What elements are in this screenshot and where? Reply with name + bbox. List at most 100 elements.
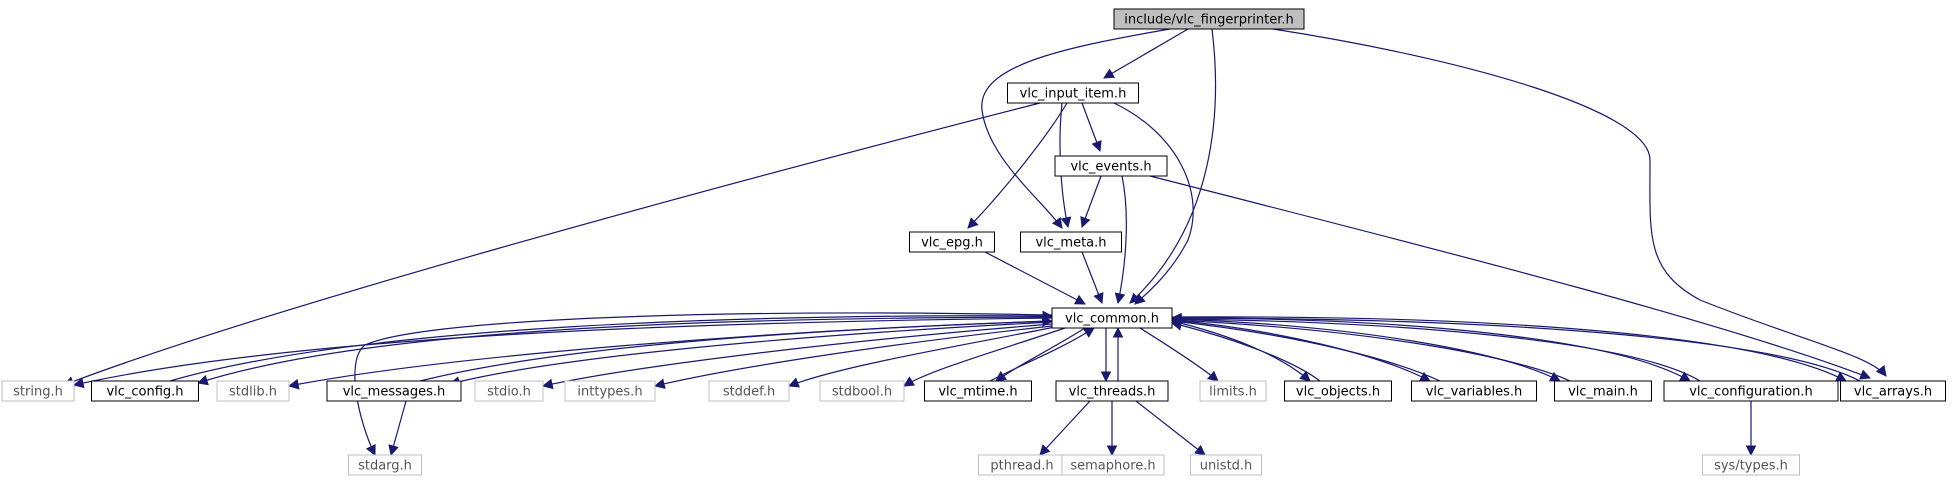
node-vlc-variables[interactable]: vlc_variables.h: [1411, 380, 1537, 402]
node-label: vlc_main.h: [1568, 385, 1638, 400]
node-box: [564, 380, 656, 402]
edge-vlc-common-to-stdio: [541, 323, 1053, 390]
node-box: [1113, 8, 1305, 30]
edge-root-to-vlc-input-item: [1103, 28, 1189, 79]
edge-vlc-variables-to-vlc-common: [1170, 316, 1441, 382]
node-inttypes: inttypes.h: [564, 380, 656, 402]
edge-vlc-common-to-stdlib: [287, 320, 1053, 390]
node-vlc-meta[interactable]: vlc_meta.h: [1020, 231, 1122, 253]
node-box: [909, 231, 995, 253]
edge-vlc-mtime-to-vlc-common: [989, 327, 1095, 382]
node-box: [819, 380, 905, 402]
node-vlc-input-item[interactable]: vlc_input_item.h: [1007, 82, 1139, 104]
node-label: limits.h: [1209, 385, 1257, 400]
node-box: [1411, 380, 1537, 402]
node-label: vlc_events.h: [1070, 160, 1151, 175]
edge-vlc-threads-to-pthread: [1039, 400, 1091, 456]
node-label: vlc_meta.h: [1035, 236, 1106, 251]
edge-vlc-messages-to-stdarg: [388, 400, 407, 457]
node-vlc-messages[interactable]: vlc_messages.h: [326, 380, 462, 402]
node-box: [1061, 454, 1165, 476]
edge-vlc-common-to-vlc-configuration: [1171, 317, 1691, 382]
node-label: vlc_messages.h: [343, 385, 446, 400]
node-vlc-threads[interactable]: vlc_threads.h: [1055, 380, 1169, 402]
node-label: string.h: [13, 385, 63, 400]
node-label: stdlib.h: [229, 385, 277, 400]
edge-vlc-common-to-vlc-config: [196, 316, 1053, 386]
node-unistd: unistd.h: [1190, 454, 1262, 476]
node-label: unistd.h: [1200, 459, 1253, 474]
node-label: inttypes.h: [577, 385, 642, 400]
node-label: vlc_config.h: [106, 385, 183, 400]
edges-layer: [62, 28, 1887, 457]
edge-vlc-common-to-limits: [1139, 327, 1219, 382]
node-label: vlc_threads.h: [1069, 385, 1156, 400]
node-root[interactable]: include/vlc_fingerprinter.h: [1113, 8, 1305, 30]
node-stdarg: stdarg.h: [348, 454, 422, 476]
node-box: [1055, 380, 1169, 402]
edge-root-to-vlc-arrays: [1272, 28, 1887, 377]
node-vlc-common[interactable]: vlc_common.h: [1051, 307, 1173, 329]
node-box: [1020, 231, 1122, 253]
edge-vlc-objects-to-vlc-common: [1170, 320, 1321, 382]
node-vlc-configuration[interactable]: vlc_configuration.h: [1663, 380, 1839, 402]
node-box: [1284, 380, 1392, 402]
node-label: semaphore.h: [1070, 459, 1155, 474]
node-box: [1007, 82, 1139, 104]
node-vlc-epg[interactable]: vlc_epg.h: [909, 231, 995, 253]
node-vlc-arrays[interactable]: vlc_arrays.h: [1840, 380, 1946, 402]
edge-vlc-main-to-vlc-common: [1170, 315, 1571, 382]
node-box: [1, 380, 75, 402]
edge-vlc-common-to-vlc-messages: [448, 321, 1053, 387]
edge-vlc-arrays-to-vlc-common: [1170, 312, 1861, 382]
edge-root-to-vlc-common: [1129, 28, 1217, 304]
node-vlc-main[interactable]: vlc_main.h: [1554, 380, 1652, 402]
edge-vlc-common-to-stdbool: [903, 327, 1066, 387]
node-box: [1051, 307, 1173, 329]
node-label: stddef.h: [723, 385, 775, 400]
node-label: sys/types.h: [1714, 459, 1788, 474]
node-label: vlc_mtime.h: [938, 385, 1017, 400]
node-vlc-config[interactable]: vlc_config.h: [91, 380, 199, 402]
edge-vlc-common-to-vlc-mtime: [995, 327, 1086, 382]
node-box: [1190, 454, 1262, 476]
node-label: stdbool.h: [832, 385, 892, 400]
edge-root-to-vlc-meta: [981, 28, 1171, 229]
edge-vlc-common-to-vlc-main: [1171, 318, 1561, 382]
node-box: [708, 380, 790, 402]
node-stdio: stdio.h: [474, 380, 544, 402]
edge-vlc-common-to-vlc-arrays: [1171, 316, 1847, 382]
node-box: [1663, 380, 1839, 402]
node-label: vlc_input_item.h: [1020, 87, 1127, 102]
node-limits: limits.h: [1199, 380, 1267, 402]
node-box: [348, 454, 422, 476]
node-sys-types: sys/types.h: [1702, 454, 1800, 476]
node-label: pthread.h: [990, 459, 1053, 474]
node-label: vlc_variables.h: [1426, 385, 1523, 400]
node-label: vlc_objects.h: [1296, 385, 1380, 400]
edge-vlc-input-item-to-vlc-common: [1113, 102, 1194, 305]
node-box: [1702, 454, 1800, 476]
node-stddef: stddef.h: [708, 380, 790, 402]
node-label: vlc_common.h: [1065, 312, 1159, 327]
node-label: include/vlc_fingerprinter.h: [1124, 13, 1294, 28]
node-box: [1554, 380, 1652, 402]
node-label: vlc_arrays.h: [1854, 385, 1932, 400]
node-box: [924, 380, 1032, 402]
node-box: [1840, 380, 1946, 402]
edge-vlc-input-item-to-string: [62, 102, 1041, 387]
nodes-layer: include/vlc_fingerprinter.h vlc_input_ite…: [1, 8, 1946, 476]
node-box: [1199, 380, 1267, 402]
node-vlc-events[interactable]: vlc_events.h: [1054, 155, 1168, 177]
edge-vlc-messages-to-vlc-common: [419, 315, 1054, 382]
edge-vlc-common-to-stddef: [787, 326, 1056, 388]
edge-vlc-common-to-string: [72, 317, 1053, 389]
node-box: [91, 380, 199, 402]
node-vlc-mtime[interactable]: vlc_mtime.h: [924, 380, 1032, 402]
edge-vlc-common-to-inttypes: [653, 325, 1053, 389]
node-vlc-objects[interactable]: vlc_objects.h: [1284, 380, 1392, 402]
node-box: [474, 380, 544, 402]
edge-vlc-events-to-vlc-arrays: [1149, 175, 1872, 380]
edge-vlc-epg-to-vlc-common: [984, 251, 1086, 305]
node-string: string.h: [1, 380, 75, 402]
